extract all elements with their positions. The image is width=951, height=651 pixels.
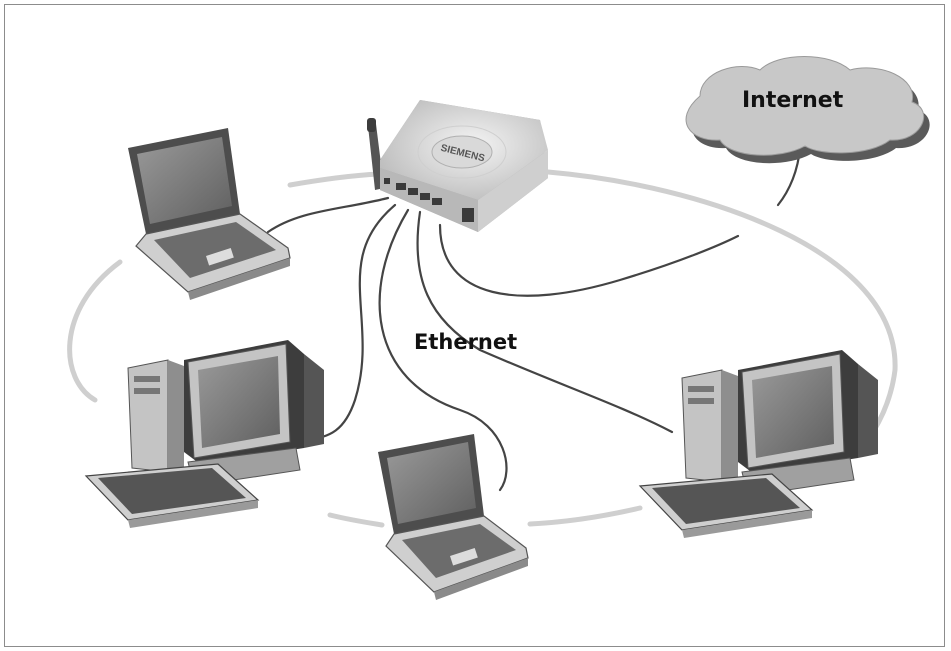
ethernet-cables — [266, 146, 802, 492]
cable-router-internet — [438, 223, 740, 297]
wireless-coverage-ring — [67, 169, 898, 528]
internet-label: Internet — [742, 88, 844, 113]
router-ports — [384, 178, 474, 222]
cable-router-desktop-right — [416, 210, 674, 434]
desktop-computer-icon — [84, 340, 324, 528]
desktop-computer-icon — [638, 350, 878, 538]
ethernet-label: Ethernet — [414, 330, 518, 354]
laptop-icon — [378, 434, 529, 600]
cloud-icon — [685, 56, 930, 164]
wireless-router-icon: SIEMENS — [367, 100, 548, 232]
cable-router-laptop-bottom — [378, 208, 508, 492]
cable-router-desktop-left — [303, 203, 397, 442]
cable-router-laptop-top — [266, 196, 390, 234]
laptop-icon — [128, 128, 291, 300]
router-logo — [417, 125, 507, 179]
